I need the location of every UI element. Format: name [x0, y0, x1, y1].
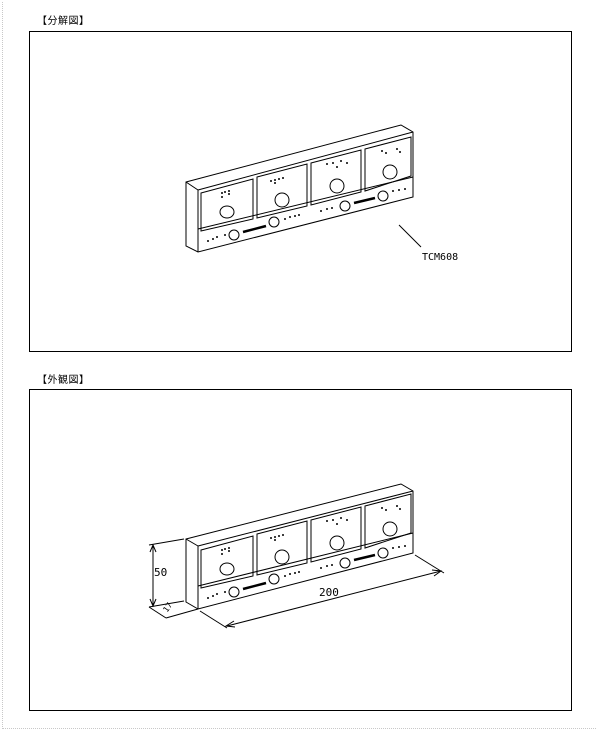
- exterior-view-title: 【外観図】: [37, 375, 90, 386]
- exploded-view-title: 【分解図】: [37, 16, 90, 27]
- exploded-device-drawing: [185, 124, 422, 253]
- depth-dimension-line: [148, 606, 199, 619]
- exterior-view-frame: [29, 389, 572, 711]
- device-illustration-with-dimensions: [148, 483, 445, 629]
- width-dimension-line: [199, 554, 445, 629]
- exploded-view-frame: [29, 31, 572, 352]
- height-dimension-label: 50: [154, 566, 168, 579]
- height-dimension-line: [148, 538, 185, 608]
- exterior-device-drawing: [148, 483, 445, 629]
- width-dimension-label: 200: [319, 586, 339, 599]
- part-number-label: TCM608: [422, 252, 459, 263]
- device-illustration: [185, 124, 422, 253]
